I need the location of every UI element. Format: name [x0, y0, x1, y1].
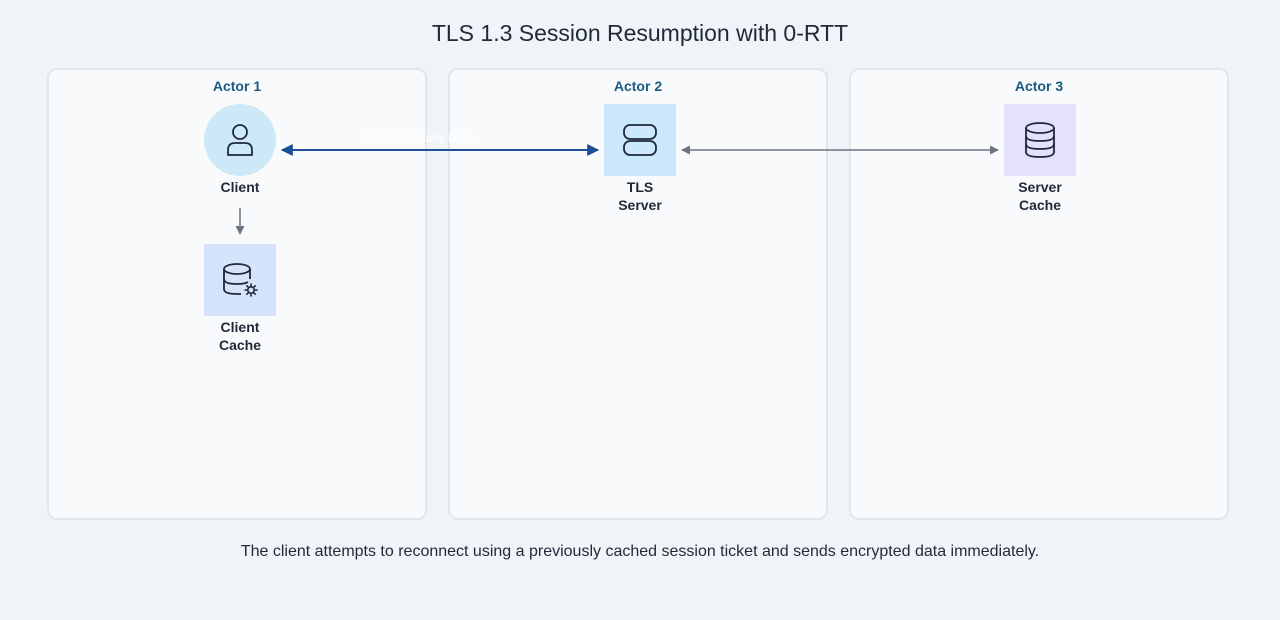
- lane-actor-2: Actor 2: [448, 68, 828, 520]
- database-icon: [1025, 122, 1055, 158]
- user-icon: [227, 124, 253, 156]
- client-cache-label: Client Cache: [218, 319, 262, 353]
- diagram-caption: The client attempts to reconnect using a…: [240, 543, 1040, 560]
- client-cache-node[interactable]: [204, 244, 276, 316]
- server-cache-node[interactable]: [1004, 104, 1076, 176]
- diagram-title: TLS 1.3 Session Resumption with 0-RTT: [431, 20, 849, 46]
- client-node[interactable]: [204, 104, 276, 176]
- server-cache-label: Server Cache: [1018, 179, 1062, 213]
- tls-server-node[interactable]: [604, 104, 676, 176]
- lane-title-actor-2: Actor 2: [613, 78, 663, 94]
- database-settings-icon: [223, 263, 258, 297]
- client-label: Client: [220, 179, 260, 195]
- edge-label-early-data: Encrypted Early Data: [360, 131, 474, 145]
- lane-title-actor-3: Actor 3: [1014, 78, 1064, 94]
- server-icon: [623, 124, 657, 156]
- lane-title-actor-1: Actor 1: [212, 78, 262, 94]
- tls-server-label: TLS Server: [618, 179, 662, 213]
